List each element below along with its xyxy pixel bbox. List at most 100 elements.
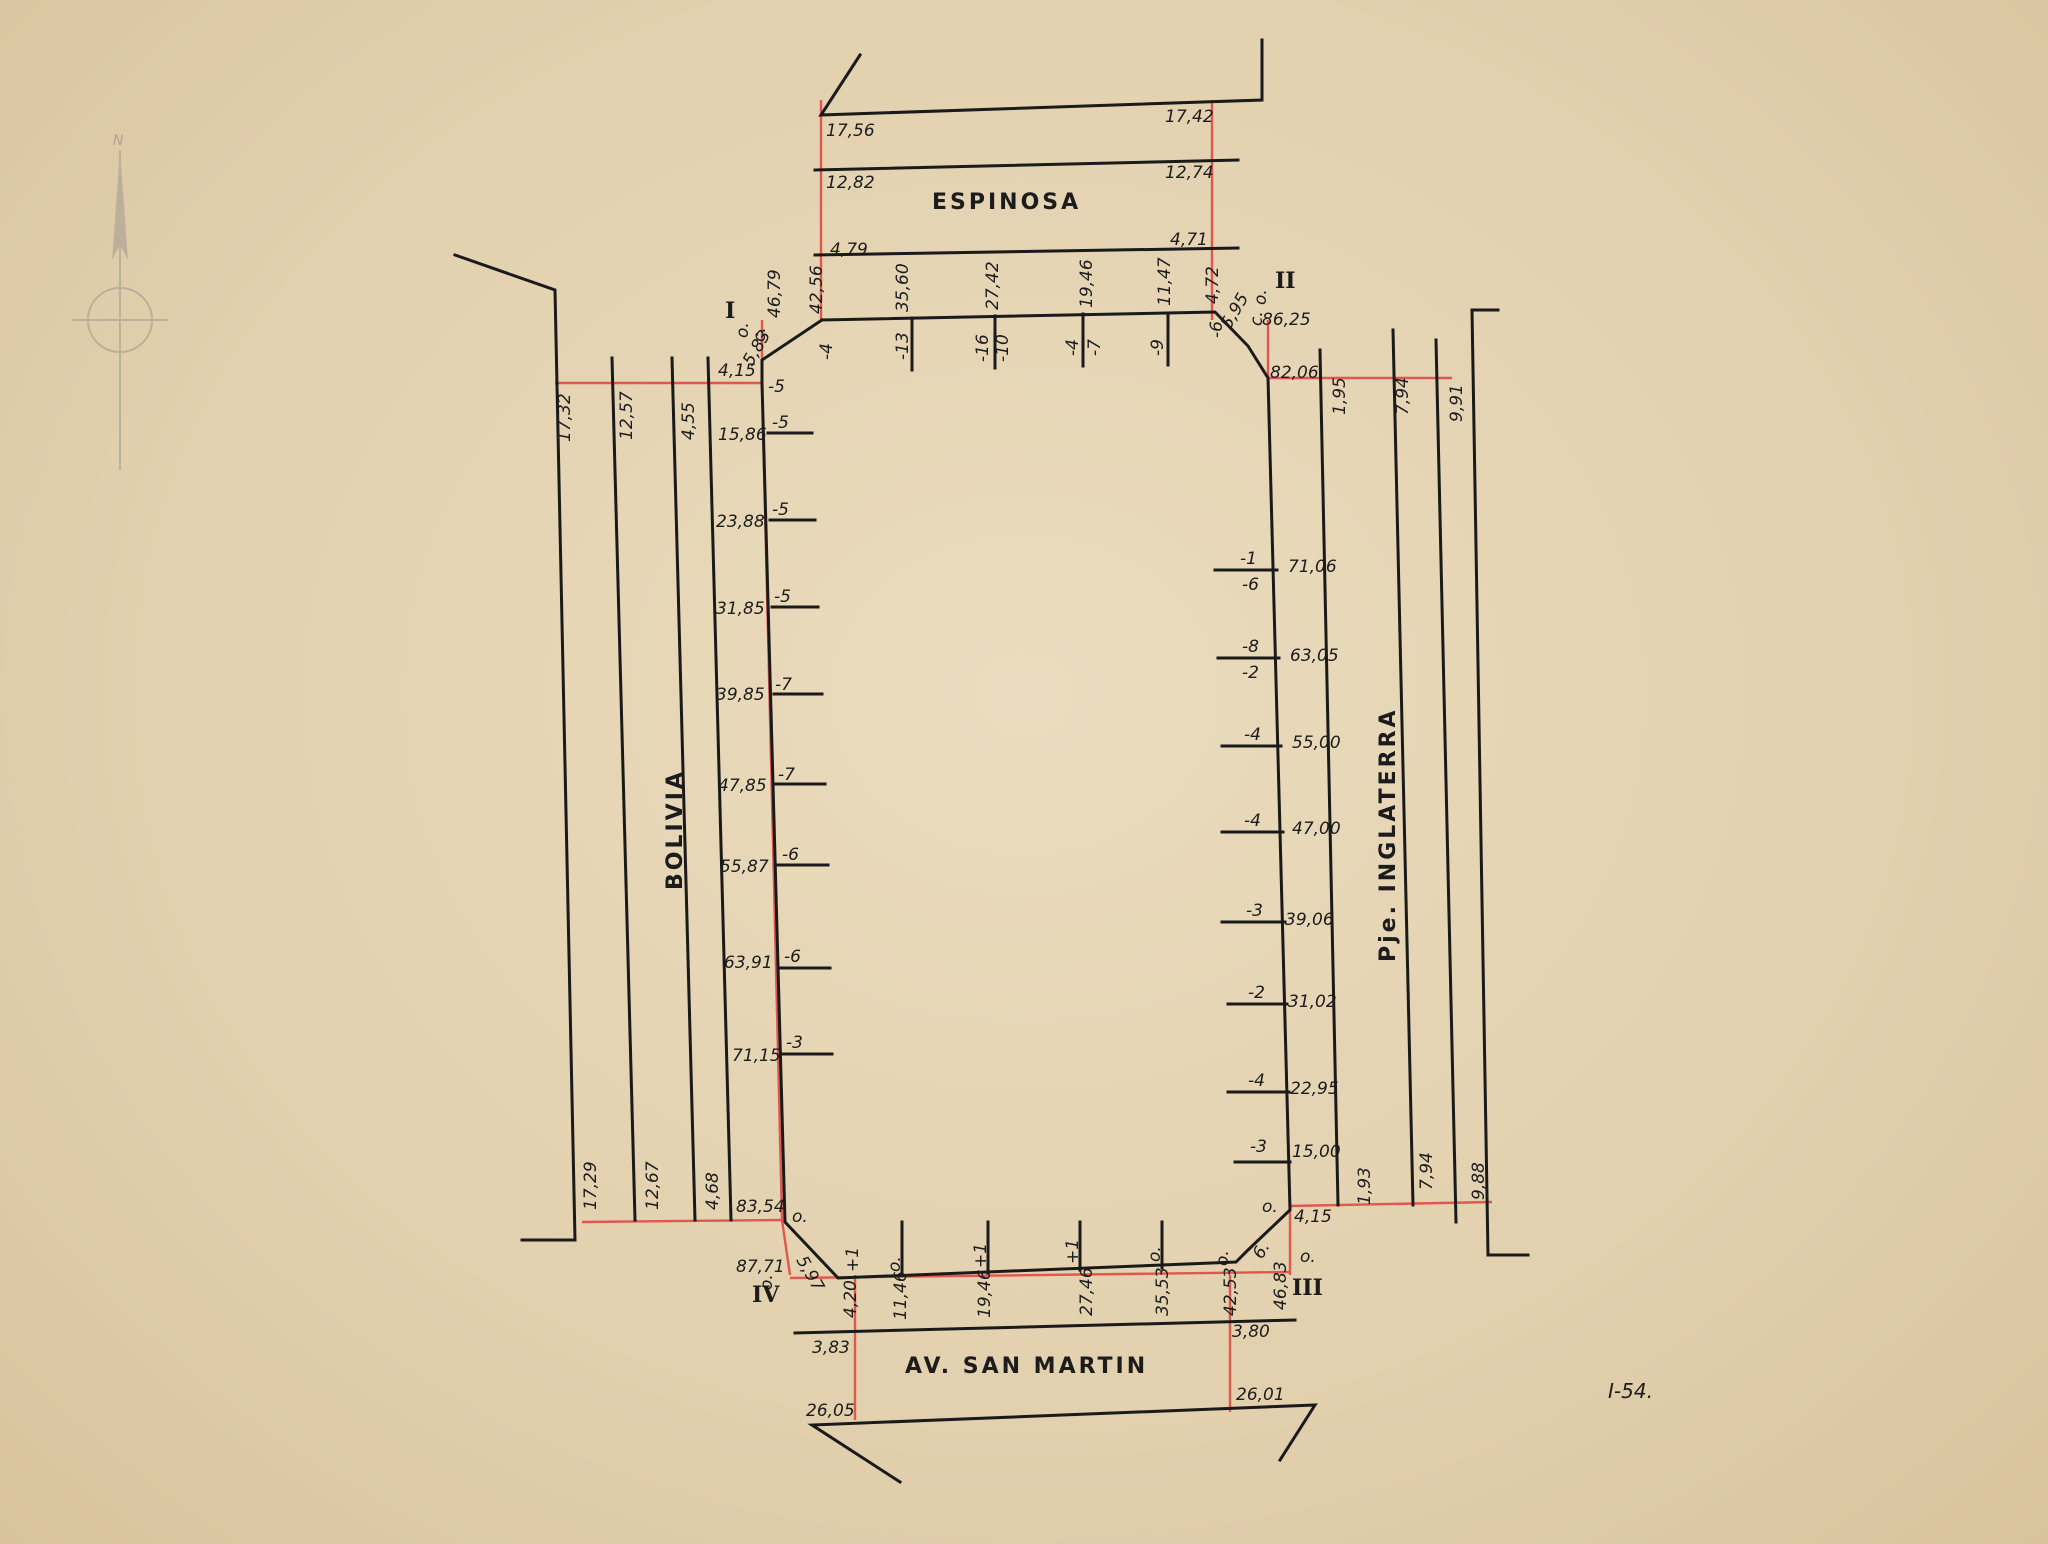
ink-linework [453,38,1530,1485]
inglaterra-bottom-offset: 1,93 [1355,1167,1375,1205]
east-edge-height: -2 [1242,663,1259,683]
west-edge-label: 23,88 [716,512,765,532]
west-edge-height: -5 [772,413,789,433]
corner-label-1: I [725,298,735,324]
east-edge-label: 82,06 [1270,363,1319,383]
top-edge-label: 27,42 [983,261,1003,310]
top-edge-note: o. [1251,289,1271,305]
west-edge-label: 55,87 [720,857,769,877]
south-edge-label: 42,53 [1221,1267,1241,1316]
south-edge-label: 27,46 [1077,1267,1097,1316]
top-edge-height: -6 [1207,321,1227,338]
west-edge-label: 83,54 [736,1197,785,1217]
south-edge-height: +1 [843,1247,863,1272]
top-edge-note: c. [1247,311,1267,326]
south-edge-label: 4,20 [841,1280,861,1318]
street-label-inglaterra: Pje. INGLATERRA [1376,707,1401,962]
east-edge-height: -4 [1248,1071,1265,1091]
east-edge-height: -4 [1244,811,1261,831]
west-edge-height: -5 [768,377,785,397]
south-edge-note: o. [792,1207,808,1227]
south-edge-height: o. [1145,1246,1165,1262]
west-edge-label: 47,85 [718,776,767,796]
street-label-bolivia: BOLIVIA [663,769,688,890]
top-edge-height: -7 [1085,339,1105,356]
south-edge-label: 19,46 [975,1269,995,1318]
east-edge-label: 71,06 [1288,557,1337,577]
south-edge-height: o. [1213,1250,1233,1266]
south-edge-note: o. [757,1274,777,1290]
east-edge-label: 22,95 [1290,1079,1339,1099]
espinosa-left-offset: 12,82 [826,173,875,193]
san-martin-left-offset: 26,05 [806,1401,855,1421]
top-edge-label: 86,25 [1262,310,1311,330]
north-arrow-icon: N [72,133,168,470]
top-edge-label: 4,72 [1203,266,1223,304]
south-edge-height: +1 [971,1243,991,1268]
east-edge-label: 47,00 [1292,819,1341,839]
west-edge-height: -6 [784,947,801,967]
west-edge-height: -5 [774,587,791,607]
east-edge-label: 15,00 [1292,1142,1341,1162]
west-edge-height: -5 [772,500,789,520]
bolivia-bottom-offset: 4,68 [703,1172,723,1210]
east-edge-label: 39,06 [1285,910,1334,930]
east-edge-height: -4 [1244,725,1261,745]
west-edge-height: -3 [786,1033,803,1053]
red-measure-lines [555,100,1493,1420]
west-edge-label: 63,91 [724,953,773,973]
espinosa-right-offset: 12,74 [1165,163,1214,183]
east-edge-label: 63,05 [1290,646,1339,666]
inglaterra-bottom-offset: 7,94 [1417,1152,1437,1190]
espinosa-left-offset: 17,56 [826,121,875,141]
west-edge-label: 4,15 [718,361,756,381]
top-edge-note: o. [733,322,753,338]
espinosa-left-offset: 4,79 [830,240,868,260]
top-edge-label: 46,79 [765,269,785,318]
sheet-code: I-54. [1608,1379,1653,1403]
east-edge-height: -8 [1242,637,1259,657]
corner-label-2: II [1275,268,1296,294]
west-edge-height: -7 [775,675,792,695]
south-edge-height: +1 [1063,1239,1083,1264]
top-edge-height: -9 [1148,339,1168,356]
cross-ticks [766,311,1292,1277]
west-edge-label: 71,15 [732,1046,781,1066]
east-edge-height: -6 [1242,575,1259,595]
inglaterra-top-offset: 9,91 [1447,384,1467,422]
top-edge-label: 35,60 [893,263,913,312]
top-edge-height: -13 [893,332,913,360]
west-edge-label: 39,85 [716,685,765,705]
south-edge-height: 6. [1249,1238,1274,1262]
west-edge-label: 87,71 [736,1257,785,1277]
espinosa-right-offset: 17,42 [1165,107,1214,127]
east-edge-label: 4,15 [1294,1207,1332,1227]
top-edge-label: 19,46 [1077,259,1097,308]
street-label-espinosa: ESPINOSA [932,190,1081,215]
east-edge-height: -3 [1250,1137,1267,1157]
corner-label-4: IV [752,1282,780,1308]
east-edge-height: -2 [1248,983,1265,1003]
west-edge-height: -7 [778,765,795,785]
top-edge-height: -16 [973,334,993,362]
top-edge-label: 11,47 [1155,257,1175,306]
south-edge-note: o. [1262,1197,1278,1217]
south-edge-note: o. [1300,1247,1316,1267]
top-edge-height: -4 [817,343,837,360]
top-edge-note: c. [750,327,770,342]
east-edge-height: -3 [1246,901,1263,921]
south-edge-height: o. [885,1256,905,1272]
west-edge-label: 15,86 [718,425,767,445]
corner-label-3: III [1292,1275,1323,1301]
inglaterra-top-offset: 7,94 [1393,377,1413,415]
san-martin-right-offset: 3,80 [1232,1322,1270,1342]
espinosa-right-offset: 4,71 [1170,230,1208,250]
south-edge-label: 11,46 [891,1271,911,1320]
south-edge-label: 46,83 [1271,1261,1291,1310]
bolivia-bottom-offset: 17,29 [581,1161,601,1210]
top-edge-height: -10 [993,334,1013,362]
top-edge-label: 42,56 [807,265,827,314]
west-edge-label: 31,85 [716,599,765,619]
